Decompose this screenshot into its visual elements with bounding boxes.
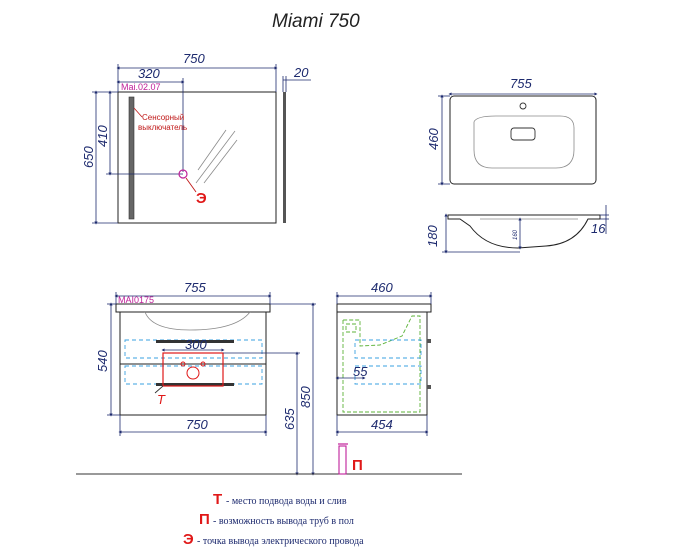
basin-height-label: 180 (425, 225, 440, 247)
legend-key-floor: П (199, 511, 210, 528)
legend-key-electric: Э (183, 531, 194, 548)
cabinet-side-view: 460 55 454 П (335, 280, 433, 475)
legend-key-water: Т (213, 491, 222, 508)
floor-marker: П (352, 457, 363, 474)
cabinet-inner-width-label: 300 (185, 337, 207, 352)
mirror-code-label: Mai.02.07 (121, 82, 161, 92)
switch-note-line1: Сенсорный (142, 113, 184, 122)
mirror-front-view: 750 320 Mai.02.07 650 410 Сенсорный выкл… (81, 51, 278, 225)
mirror-side-view: 20 (282, 65, 311, 223)
basin-depth-label: 460 (426, 128, 441, 150)
cabinet-top-width-label: 755 (184, 280, 206, 295)
legend-text-floor: - возможность вывода труб в пол (213, 516, 354, 527)
cabinet-width-label: 750 (186, 417, 208, 432)
cabinet-front-view: Т 755 MAI0175 300 750 540 635 850 (95, 280, 316, 476)
mirror-width-label: 750 (183, 51, 205, 66)
side-bottom-depth-label: 454 (371, 417, 393, 432)
legend: Т - место подвода воды и слив П - возмож… (183, 491, 364, 548)
basin-width-label: 755 (510, 76, 532, 91)
drawing-title: Miami 750 (272, 11, 360, 32)
cabinet-height-label: 540 (95, 350, 110, 372)
water-marker: Т (157, 392, 166, 407)
basin-top-view: 755 460 (426, 76, 598, 186)
socket-marker: Э (196, 190, 207, 207)
total-height-label: 850 (298, 386, 313, 408)
legend-text-electric: - точка вывода электрического провода (197, 536, 364, 547)
legend-text-water: - место подвода воды и слив (226, 496, 347, 507)
mirror-offset-y-label: 410 (95, 125, 110, 147)
mirror-offset-x-label: 320 (138, 66, 160, 81)
cabinet-code-label: MAI0175 (118, 295, 154, 305)
mirror-height-label: 650 (81, 146, 96, 168)
pipe-height-label: 635 (282, 408, 297, 430)
side-offset-label: 55 (353, 364, 368, 379)
basin-side-view: 180 160 16 (425, 205, 609, 254)
switch-note-line2: выключатель (138, 123, 187, 132)
mirror-depth-label: 20 (293, 65, 309, 80)
basin-inner-height-label: 160 (513, 229, 519, 240)
basin-rim-label: 16 (591, 221, 606, 236)
side-depth-label: 460 (371, 280, 393, 295)
